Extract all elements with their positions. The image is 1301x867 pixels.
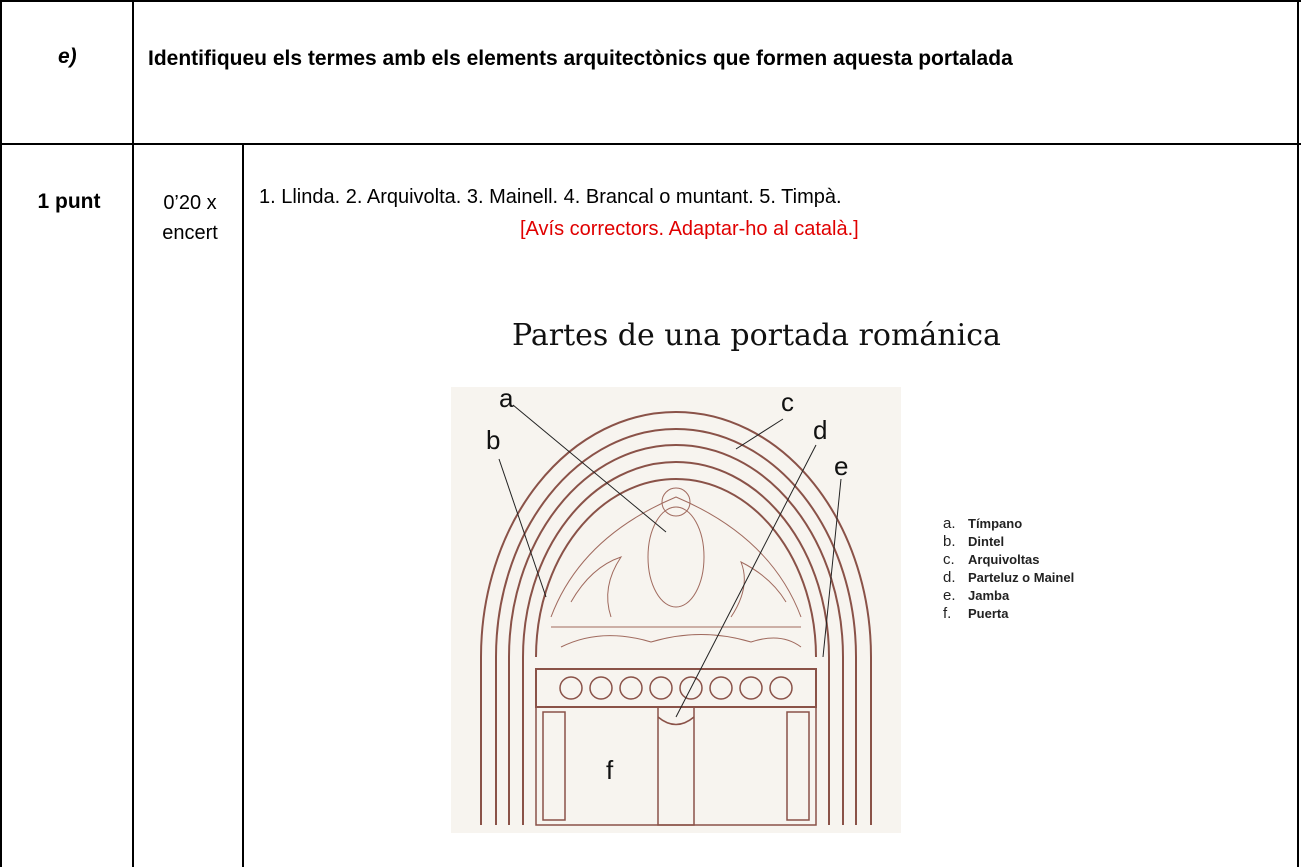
per-hit-line-2: encert [162,222,218,244]
table-border-left [0,0,2,867]
question-text: Identifiqueu els termes amb els elements… [148,47,1013,70]
left-jamb-figure [542,711,566,821]
legend-item: f.Puerta [943,605,1009,622]
table-border-right [1297,0,1299,867]
table-col-divider-2 [242,143,244,867]
table-row-divider [0,143,1301,145]
label-b: b [486,425,500,455]
figure-legend: a.Tímpano b.Dintel c.Arquivoltas d.Parte… [940,515,1074,623]
answer-text: 1. Llinda. 2. Arquivolta. 3. Mainell. 4.… [259,186,842,208]
legend-item: e.Jamba [943,587,1010,604]
legend-item: c.Arquivoltas [943,551,1040,568]
doorway [535,706,817,826]
corrector-note: [Avís correctors. Adaptar-ho al català.] [520,218,859,240]
per-hit-line-1: 0’20 x [163,192,217,214]
trumeau [657,706,695,826]
table-col-divider-1 [132,0,134,867]
diagram-labels: a b c d e f [486,383,848,785]
label-c: c [781,387,794,417]
per-hit-score: 0’20 x encert [138,188,242,248]
label-a: a [499,387,514,413]
portal-drawing: a b c d e f [451,383,901,833]
table-border-top [0,0,1301,2]
question-label: e) [58,45,77,68]
right-jamb-figure [786,711,810,821]
label-d: d [813,415,827,445]
tympanum-carving [550,487,802,648]
legend-item: a.Tímpano [943,515,1023,532]
romanesque-portal-diagram: a b c d e f [451,383,901,833]
figure-title: Partes de una portada románica [512,318,1001,353]
lintel-rosettes [559,676,793,700]
label-f: f [606,755,614,785]
leader-lines [498,404,842,718]
legend-item: b.Dintel [943,533,1005,550]
label-e: e [834,451,848,481]
points-value: 1 punt [37,190,101,213]
legend-item: d.Parteluz o Mainel [943,569,1075,586]
